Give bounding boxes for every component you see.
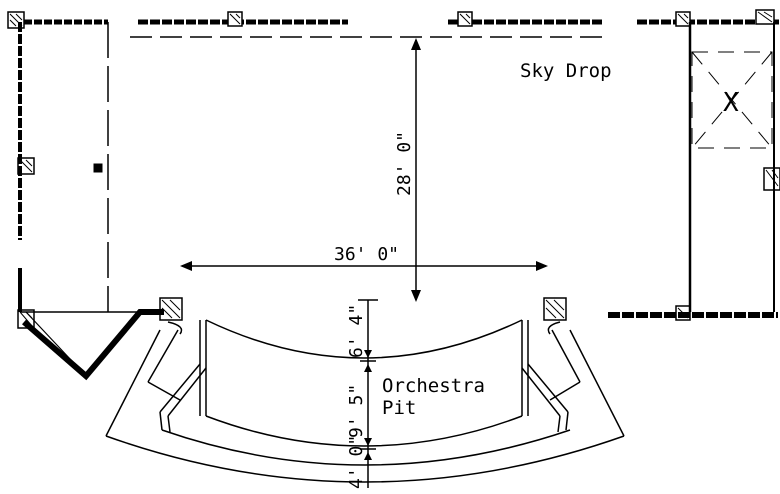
stage-depth-label: 28' 0" <box>394 131 415 196</box>
sky-drop-label: Sky Drop <box>520 60 612 82</box>
apron-depth-label: 6' 4" <box>346 304 367 358</box>
left-wing <box>18 22 164 381</box>
svg-text:X: X <box>723 88 739 118</box>
right-wing: X <box>608 22 778 318</box>
orchestra-pit-label-line1: Orchestra <box>382 375 485 397</box>
pit-depth-label: 9' 5" <box>346 384 367 438</box>
stage-width-dimension <box>180 261 548 271</box>
pit-rail-depth-label: 4' 0" <box>346 435 367 489</box>
pin-marker <box>93 163 103 173</box>
x-cross-icon <box>691 51 773 149</box>
stage-depth-dimension <box>411 38 421 302</box>
orchestra-pit <box>105 319 625 483</box>
stage-width-label: 36' 0" <box>334 244 399 265</box>
pit-dimensions <box>358 299 378 488</box>
orchestra-pit-label-line2: Pit <box>382 397 416 419</box>
